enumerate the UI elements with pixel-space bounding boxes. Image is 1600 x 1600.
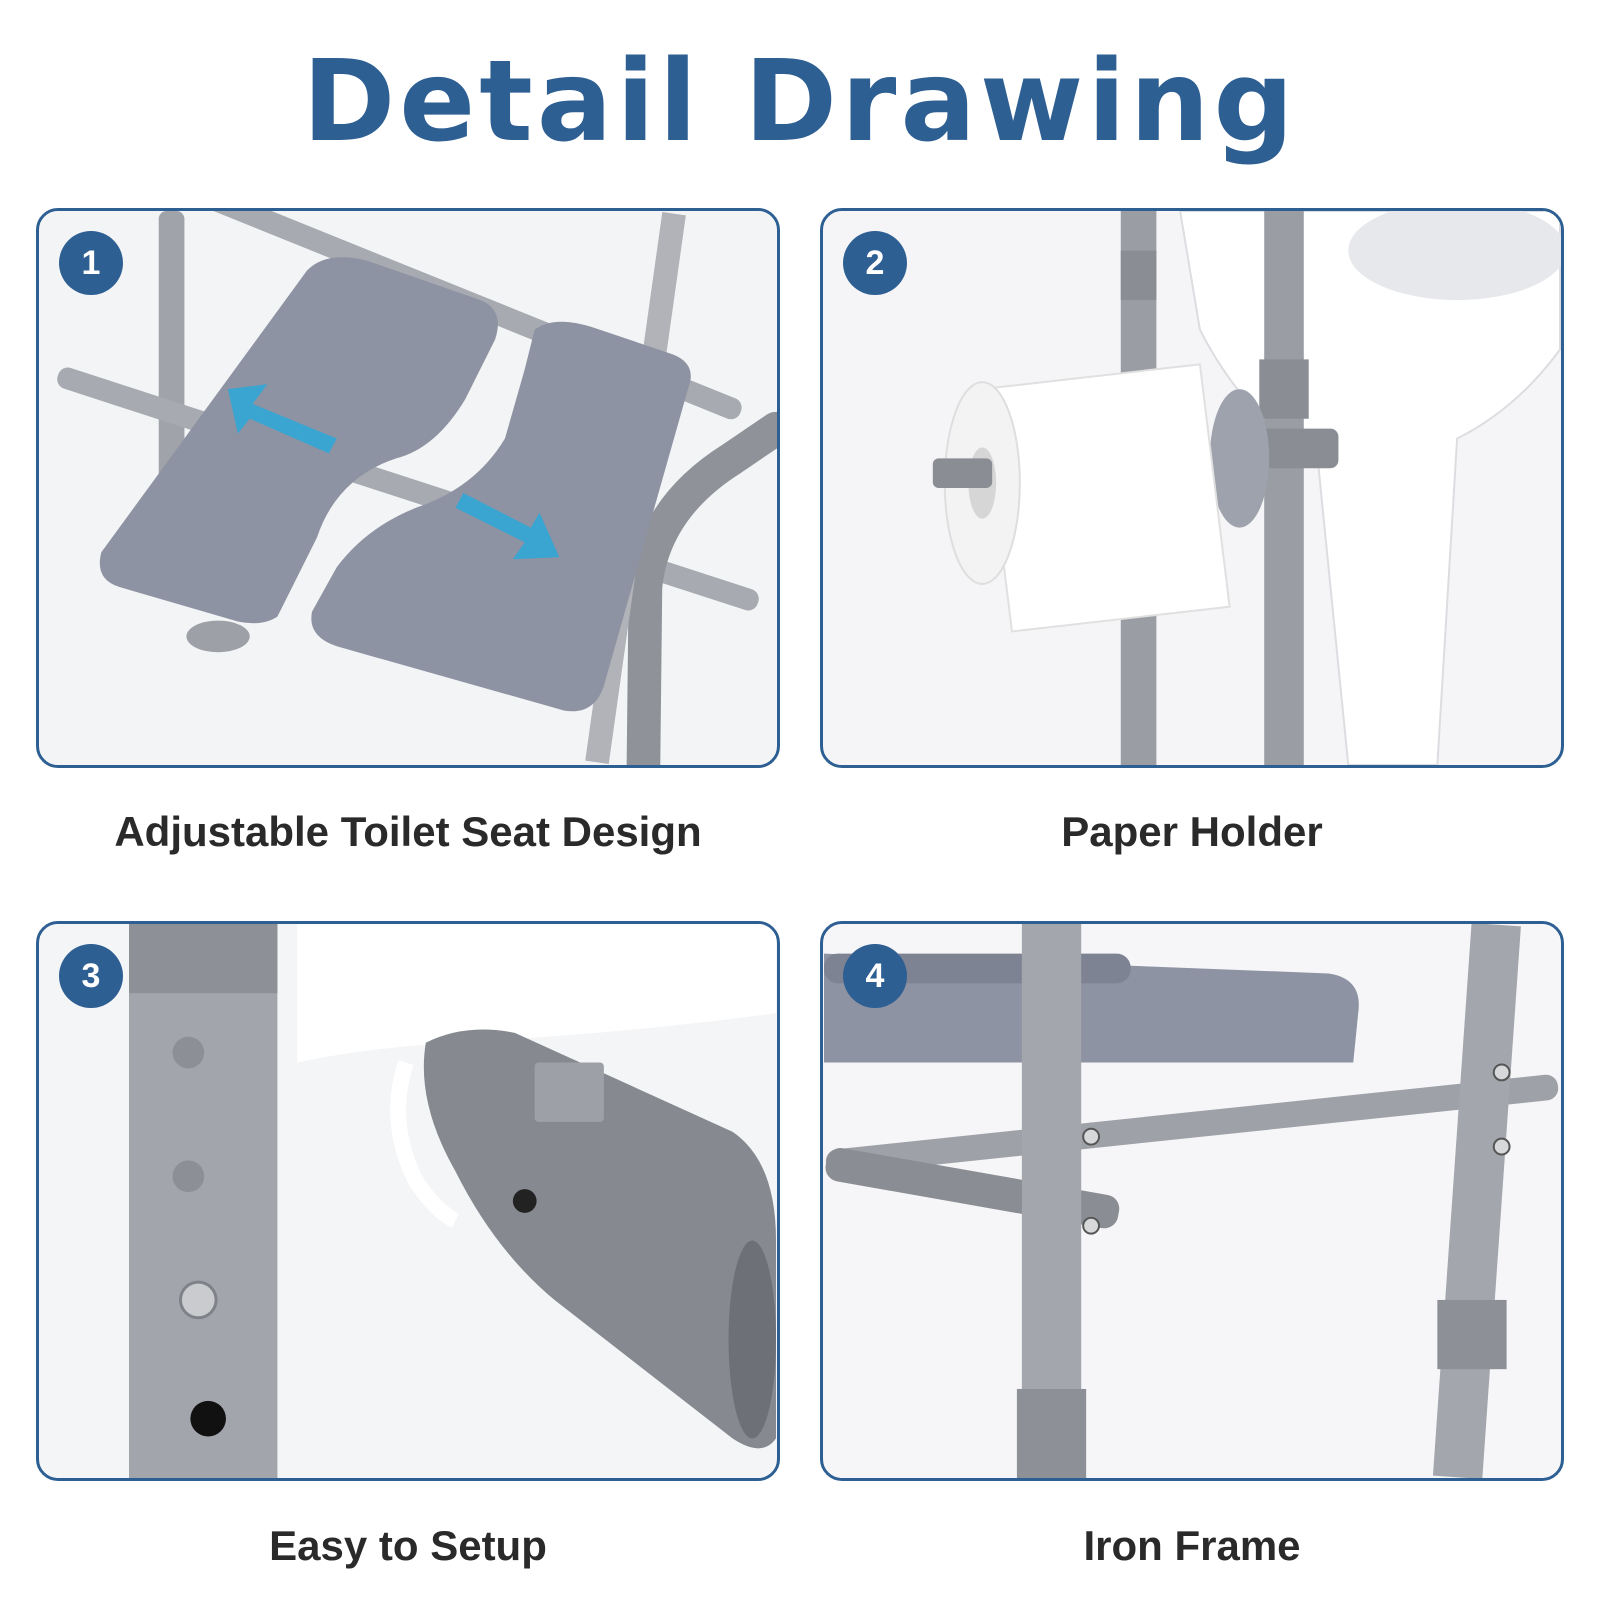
- page-title: Detail Drawing: [302, 37, 1298, 167]
- panel-number-badge: 4: [843, 944, 907, 1008]
- seat-illustration: [39, 211, 777, 765]
- panel-number-badge: 3: [59, 944, 123, 1008]
- panel-number-badge: 1: [59, 231, 123, 295]
- panel-iron-frame: 4: [820, 921, 1564, 1481]
- panel-caption: Iron Frame: [1083, 1522, 1301, 1569]
- panel-caption: Easy to Setup: [269, 1522, 547, 1569]
- panel-easy-setup: 3: [36, 921, 780, 1481]
- panel-caption: Paper Holder: [1061, 808, 1323, 855]
- frame-illustration: [823, 924, 1561, 1478]
- panel-number-badge: 2: [843, 231, 907, 295]
- panel-caption: Adjustable Toilet Seat Design: [114, 808, 702, 855]
- paper-holder-illustration: [823, 211, 1561, 765]
- setup-illustration: [39, 924, 777, 1478]
- panel-paper-holder: 2: [820, 208, 1564, 768]
- panel-seat-design: 1: [36, 208, 780, 768]
